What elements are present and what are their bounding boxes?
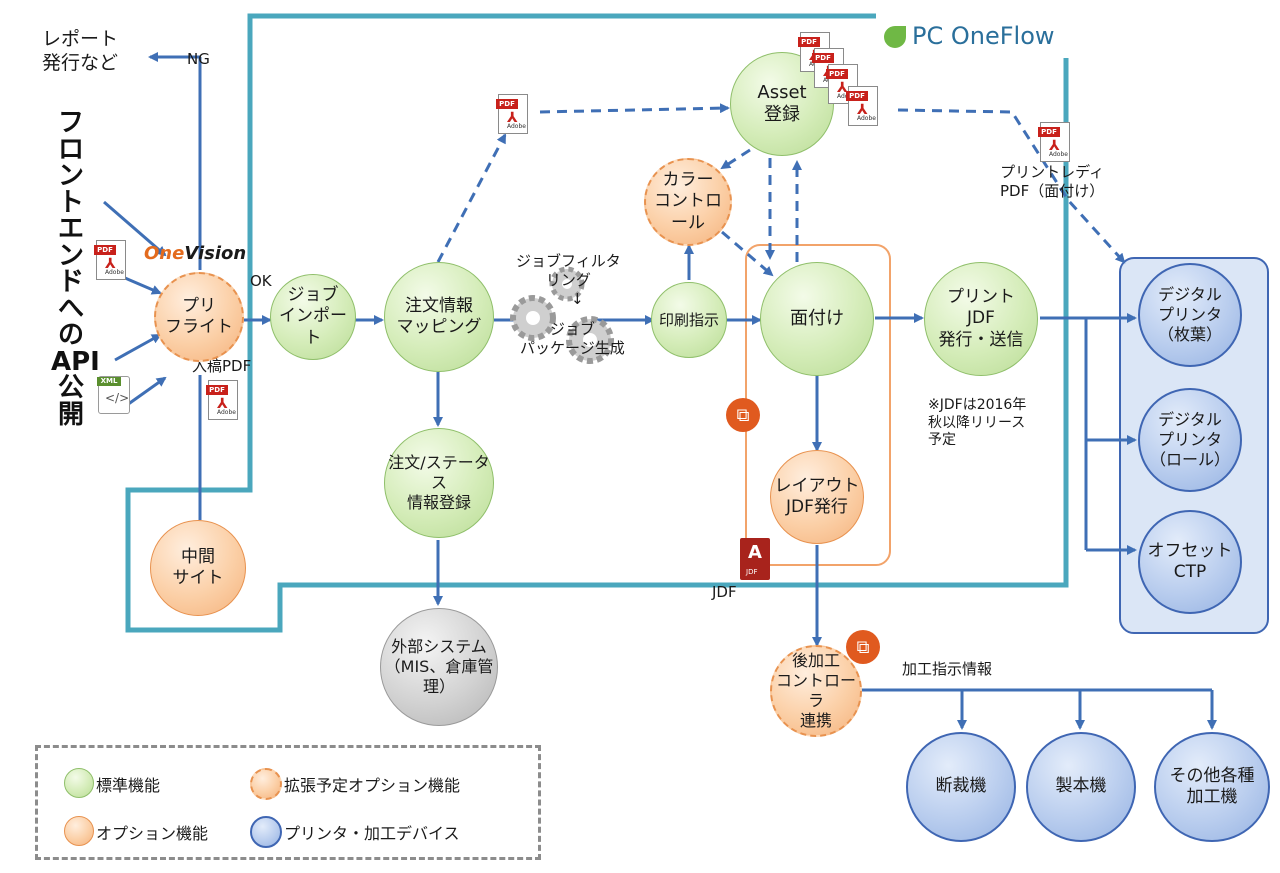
node-cutter[interactable]: 断裁機 [906, 732, 1016, 842]
ok-label: OK [250, 272, 272, 290]
node-external-system[interactable]: 外部システム （MIS、倉庫管理） [380, 608, 498, 726]
report-output-label: レポート 発行など [42, 28, 119, 74]
node-print-jdf[interactable]: プリント JDF 発行・送信 [924, 262, 1038, 376]
node-preflight[interactable]: プリ フライト [154, 272, 244, 362]
node-other-finishing[interactable]: その他各種 加工機 [1154, 732, 1270, 842]
node-digital-printer-sheet[interactable]: デジタル プリンタ （枚葉） [1138, 263, 1242, 367]
gear-icon [566, 316, 614, 364]
node-finishing-controller[interactable]: 後加工 コントローラ 連携 [770, 645, 862, 737]
node-job-import[interactable]: ジョブ インポート [270, 274, 356, 360]
ng-label: NG [187, 50, 210, 68]
legend-standard-label: 標準機能 [96, 776, 161, 795]
node-offset-ctp[interactable]: オフセット CTP [1138, 510, 1242, 614]
node-binder[interactable]: 製本機 [1026, 732, 1136, 842]
gear-icon [549, 266, 585, 302]
pc-oneflow-logo: PC OneFlow [884, 22, 1055, 50]
legend-option-swatch [64, 816, 94, 846]
gear-icon [510, 295, 556, 341]
onevision-logo: OneVision [144, 243, 247, 264]
node-imposition[interactable]: 面付け [760, 262, 874, 376]
node-print-instruction[interactable]: 印刷指示 [651, 282, 727, 358]
node-middle-site[interactable]: 中間 サイト [150, 520, 246, 616]
node-order-status[interactable]: 注文/ステータス 情報登録 [384, 428, 494, 538]
pdf-icon: PDF⅄Adobe [846, 86, 878, 126]
legend [35, 745, 541, 860]
node-color-control[interactable]: カラー コントロール [644, 158, 732, 246]
jdf-release-note: ※JDFは2016年 秋以降リリース 予定 [928, 397, 1027, 448]
option-badge-icon: ⧉ [726, 398, 760, 432]
legend-device-swatch [250, 816, 282, 848]
pdf-icon: PDF⅄Adobe [1038, 122, 1070, 162]
manuscript-pdf-label: 入稿PDF [192, 357, 252, 375]
node-order-mapping[interactable]: 注文情報 マッピング [384, 262, 494, 372]
node-digital-printer-roll[interactable]: デジタル プリンタ （ロール） [1138, 388, 1242, 492]
legend-option-label: オプション機能 [96, 824, 209, 843]
job-package-label: ジョブ パッケージ生成 [520, 320, 625, 357]
filter-down-arrow: ↓ [571, 290, 584, 308]
pdf-icon: PDF⅄Adobe [826, 64, 858, 104]
legend-standard-swatch [64, 768, 94, 798]
api-side-title: フロントエンドへのAPI公開 [51, 108, 100, 430]
pdf-icon: PDF⅄Adobe [94, 240, 126, 280]
legend-extension-label: 拡張予定オプション機能 [284, 776, 461, 795]
xml-file-icon: XML</> [97, 376, 130, 414]
pdf-icon: PDF⅄Adobe [496, 94, 528, 134]
system-boundary [125, 13, 1069, 633]
pdf-icon: PDF⅄Adobe [206, 380, 238, 420]
node-layout-jdf[interactable]: レイアウト JDF発行 [770, 450, 864, 544]
job-filtering-label: ジョブフィルタ リング [516, 252, 621, 289]
jdf-label: JDF [712, 583, 737, 601]
finishing-info-label: 加工指示情報 [902, 660, 993, 678]
logo-text: PC OneFlow [912, 22, 1055, 50]
print-ready-pdf-label: プリントレディ PDF（面付け） [1000, 163, 1105, 200]
option-badge-icon: ⧉ [846, 630, 880, 664]
leaf-icon [884, 26, 906, 48]
legend-device-label: プリンタ・加工デバイス [284, 824, 460, 843]
legend-extension-swatch [250, 768, 282, 800]
